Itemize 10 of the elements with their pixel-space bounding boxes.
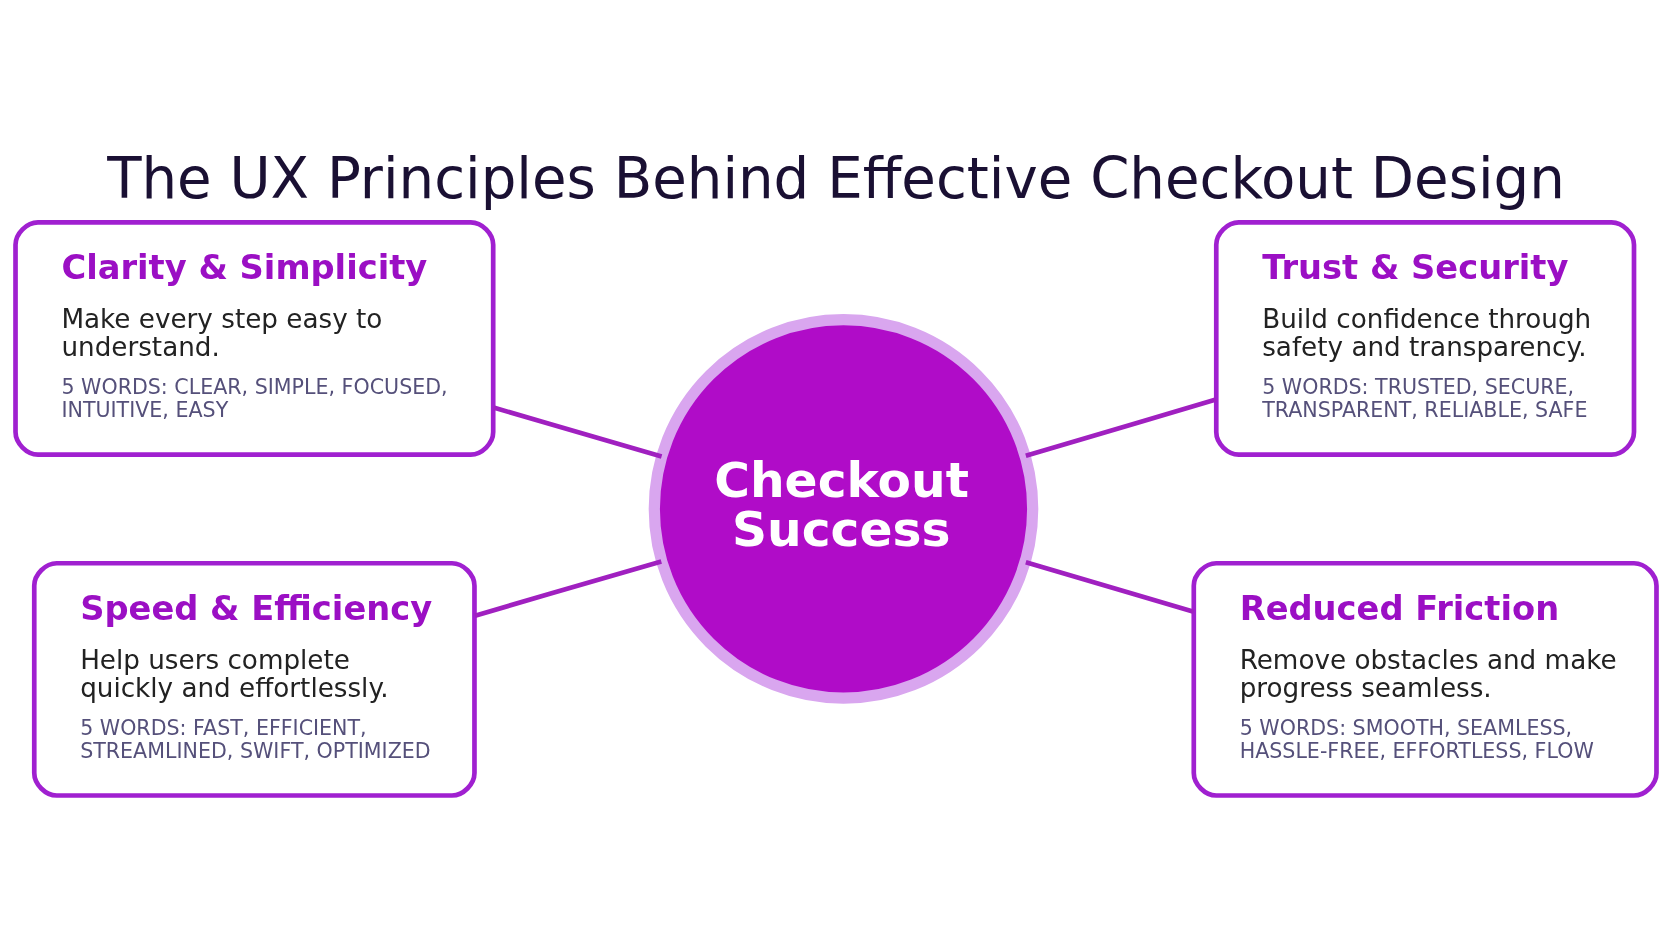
node-box: Reduced Friction Remove obstacles and make progress seamless. 5 WORDS: SMOOTH, SEAMLESS, HASSLE-FREE, EFFORTLESS, FLOW — [1191, 560, 1659, 798]
node-box: Trust & Security Build confidence through safety and transparency. 5 WORDS: TRUSTED, SECURE, TRANSPARENT, RELIABLE, SAFE — [1213, 219, 1637, 457]
node-box: Clarity & Simplicity Make every step easy to understand. 5 WORDS: CLEAR, SIMPLE, FOCUSED, INTUITIVE, EASY — [13, 219, 496, 457]
connector — [474, 559, 662, 618]
node-box: Speed & Efficiency Help users complete quickly and effortlessly. 5 WORDS: FAST, EFFICIENT, STREAMLINED, SWIFT, OPTIMIZED — [31, 560, 477, 798]
connector — [1025, 559, 1195, 614]
connector — [492, 405, 663, 459]
connector — [1025, 397, 1217, 458]
node-circle: Checkout Success — [648, 314, 1039, 704]
diagram-title: The UX Principles Behind Effective Checkout Design — [107, 145, 1565, 211]
